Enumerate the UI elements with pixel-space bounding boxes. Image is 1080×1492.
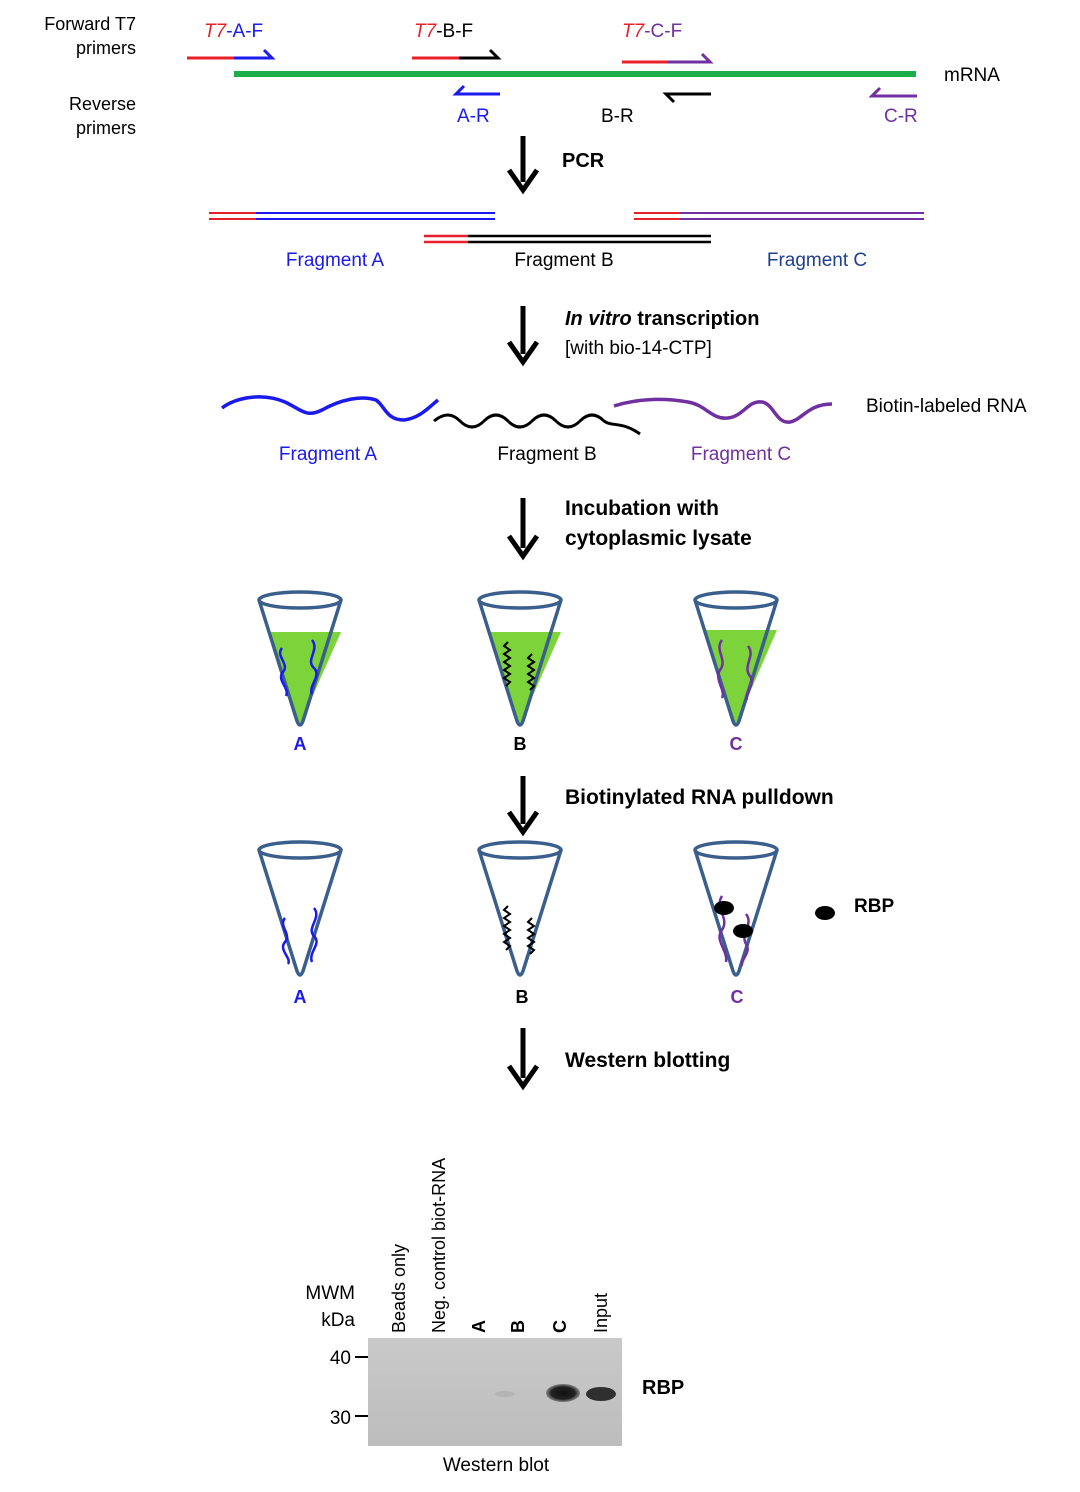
marker-30-label: 30 bbox=[330, 1408, 351, 1429]
pulldown-step-label: Biotinylated RNA pulldown bbox=[565, 786, 834, 809]
step-arrow-incubation bbox=[506, 498, 540, 561]
primer-a-f-label: T7-A-F bbox=[204, 21, 263, 42]
lysate-tube-b-label: B bbox=[514, 734, 527, 754]
pcr-fragment-a bbox=[209, 212, 495, 220]
mwm-label-line2: kDa bbox=[321, 1310, 355, 1331]
blot-band-c bbox=[546, 1384, 580, 1402]
western-step-label: Western blotting bbox=[565, 1049, 730, 1072]
rbp-bound-dot-1 bbox=[714, 901, 734, 915]
rna-fragment-c bbox=[613, 397, 833, 424]
primer-b-r-arrow bbox=[662, 92, 711, 104]
marker-40-label: 40 bbox=[330, 1348, 351, 1369]
step-arrow-pcr bbox=[506, 136, 540, 195]
lane-label-neg-control: Neg. control biot-RNA bbox=[429, 1158, 449, 1333]
lane-label-c: C bbox=[550, 1320, 570, 1333]
primer-b-f-label: T7-B-F bbox=[414, 21, 473, 42]
pcr-step-label: PCR bbox=[562, 150, 605, 172]
t7-prefix-a: T7 bbox=[204, 21, 228, 42]
ivt-italic: In vitro bbox=[565, 308, 632, 330]
biotin-rna-label: Biotin-labeled RNA bbox=[866, 396, 1027, 417]
rbp-legend-dot bbox=[815, 906, 835, 920]
t7-prefix-c: T7 bbox=[622, 21, 646, 42]
western-blot-caption: Western blot bbox=[443, 1455, 550, 1476]
a-f-suffix: -A-F bbox=[226, 21, 263, 42]
primer-c-f-arrow bbox=[668, 52, 714, 64]
lane-label-beads-only: Beads only bbox=[389, 1244, 409, 1333]
incubation-label-line2: cytoplasmic lysate bbox=[565, 527, 752, 550]
lane-label-input: Input bbox=[591, 1293, 611, 1333]
primer-a-r-label: A-R bbox=[457, 106, 490, 127]
ivt-rest: transcription bbox=[632, 308, 760, 330]
c-f-suffix: -C-F bbox=[644, 21, 682, 42]
pcr-fragment-c-label: Fragment C bbox=[767, 250, 867, 271]
western-blot-membrane bbox=[368, 1338, 622, 1446]
primer-c-f-label: T7-C-F bbox=[622, 21, 682, 42]
pulldown-tube-a-label: A bbox=[294, 987, 307, 1007]
reverse-primers-label-line2: primers bbox=[76, 118, 136, 138]
rna-fragment-c-label: Fragment C bbox=[691, 444, 791, 465]
blot-faint-band-b bbox=[495, 1391, 515, 1397]
primer-b-f-arrow bbox=[459, 48, 502, 60]
step-arrow-pulldown bbox=[506, 776, 540, 837]
lane-label-b: B bbox=[508, 1320, 528, 1333]
pulldown-tube-c-label: C bbox=[731, 987, 744, 1007]
ivt-step-label: In vitro transcription bbox=[565, 308, 759, 330]
lysate-tube-b bbox=[477, 590, 563, 727]
rna-fragment-a-label: Fragment A bbox=[279, 444, 378, 465]
pcr-fragment-b bbox=[424, 234, 711, 244]
lane-label-a: A bbox=[469, 1320, 489, 1333]
blot-rbp-label: RBP bbox=[642, 1377, 684, 1399]
blot-band-input bbox=[586, 1387, 616, 1401]
pcr-fragment-c bbox=[634, 212, 924, 220]
primer-c-r-arrow bbox=[868, 86, 917, 98]
rna-fragment-a bbox=[220, 395, 440, 422]
blot-lane-labels: Beads only Neg. control biot-RNA A B C I… bbox=[389, 1158, 611, 1333]
pcr-fragment-a-label: Fragment A bbox=[286, 250, 385, 271]
t7-prefix-b: T7 bbox=[414, 21, 438, 42]
lysate-tube-c-label: C bbox=[730, 734, 743, 754]
rna-fragment-b-label: Fragment B bbox=[497, 444, 596, 465]
primer-c-r-label: C-R bbox=[884, 106, 918, 127]
forward-primers-label-line1: Forward T7 bbox=[44, 14, 136, 34]
primer-b-r-label: B-R bbox=[601, 106, 634, 127]
lysate-tube-a bbox=[257, 590, 343, 727]
pulldown-tube-a bbox=[257, 840, 343, 977]
lysate-tube-a-label: A bbox=[294, 734, 307, 754]
rbp-legend-label: RBP bbox=[854, 896, 894, 917]
pulldown-tube-b bbox=[477, 840, 563, 977]
lysate-tube-c bbox=[693, 590, 779, 727]
primer-a-r-arrow bbox=[452, 84, 500, 96]
step-arrow-ivt bbox=[506, 306, 540, 367]
pulldown-tube-b-label: B bbox=[516, 987, 529, 1007]
step-arrow-western bbox=[506, 1028, 540, 1091]
rbp-bound-dot-2 bbox=[733, 924, 753, 938]
b-f-suffix: -B-F bbox=[436, 21, 473, 42]
mrna-label: mRNA bbox=[944, 65, 1000, 86]
pulldown-tube-c bbox=[693, 840, 779, 977]
reverse-primers-label-line1: Reverse bbox=[69, 94, 136, 114]
primer-a-f-arrow bbox=[234, 48, 276, 60]
mwm-label-line1: MWM bbox=[305, 1283, 355, 1304]
forward-primers-label-line2: primers bbox=[76, 38, 136, 58]
ivt-substep-label: [with bio-14-CTP] bbox=[565, 338, 712, 359]
rna-fragment-b bbox=[433, 413, 641, 436]
incubation-label-line1: Incubation with bbox=[565, 497, 719, 520]
pcr-fragment-b-label: Fragment B bbox=[514, 250, 613, 271]
